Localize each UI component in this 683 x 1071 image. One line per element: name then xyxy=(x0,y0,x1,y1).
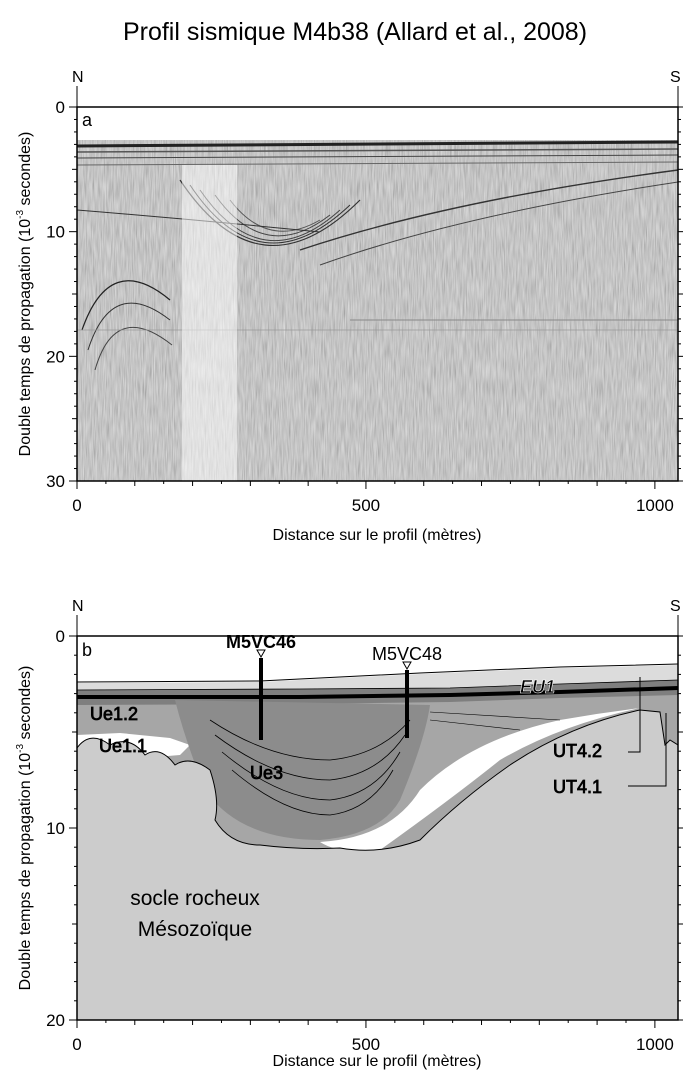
panel-a-south-label: S xyxy=(670,69,681,86)
panel-b-x-ticks: 0 500 1000 xyxy=(72,1020,674,1054)
panel-a-y-tick-10: 10 xyxy=(46,223,65,242)
bedrock-label-line1: socle rocheux xyxy=(130,887,260,910)
unit-label-eu1: EU1 xyxy=(520,677,555,697)
panel-b-y-axis-label: Double temps de propagation (10-3 second… xyxy=(15,666,34,991)
panel-b-x-tick-500: 500 xyxy=(352,1035,380,1054)
panel-a-letter: a xyxy=(82,110,93,130)
panel-b-letter: b xyxy=(82,640,92,660)
unit-label-ue12: Ue1.2 xyxy=(90,704,138,724)
unit-label-ut42: UT4.2 xyxy=(553,741,602,761)
panel-a-y-tick-20: 20 xyxy=(46,347,65,366)
unit-label-ue11: Ue1.1 xyxy=(99,736,147,756)
unit-label-ue3: Ue3 xyxy=(250,763,283,783)
figure-title: Profil sismique M4b38 (Allard et al., 20… xyxy=(123,18,587,46)
core-label-m5vc48: M5VC48 xyxy=(372,644,442,664)
panel-a-y-tick-30: 30 xyxy=(46,472,65,491)
panel-a-x-tick-0: 0 xyxy=(72,496,81,515)
panel-a-x-ticks: 0 500 1000 xyxy=(72,481,674,515)
unit-label-ut41: UT4.1 xyxy=(553,777,602,797)
bedrock xyxy=(77,709,678,1020)
panel-a-y-axis-label: Double temps de propagation (10-3 second… xyxy=(15,132,34,457)
panel-a-north-label: N xyxy=(72,69,84,86)
panel-b-x-tick-0: 0 xyxy=(72,1035,81,1054)
unit-ue3 xyxy=(175,700,430,840)
panel-b-y-tick-0: 0 xyxy=(56,627,65,646)
panel-a-x-axis-label: Distance sur le profil (mètres) xyxy=(273,527,482,544)
panel-b-y-ticks: 0 10 20 xyxy=(46,627,683,1030)
panel-b-x-axis-label: Distance sur le profil (mètres) xyxy=(273,1053,482,1070)
panel-b-x-tick-1000: 1000 xyxy=(636,1035,674,1054)
core-m5vc48-marker xyxy=(402,661,412,671)
core-label-m5vc46: M5VC46 xyxy=(226,632,296,652)
panel-b-y-tick-20: 20 xyxy=(46,1011,65,1030)
bedrock-label-line2: Mésozoïque xyxy=(138,918,252,941)
interpretation-diagram xyxy=(77,636,678,1020)
panel-a: a N S 0 10 20 30 0 500 1000 Double temps de p… xyxy=(15,69,683,544)
panel-b: M5VC46 M5VC48 EU1 Ue1.2 Ue1.1 Ue3 UT4.2 … xyxy=(15,598,683,1070)
panel-b-north-label: N xyxy=(72,598,84,615)
panel-b-south-label: S xyxy=(670,598,681,615)
panel-a-y-tick-0: 0 xyxy=(56,98,65,117)
panel-a-y-ticks: 0 10 20 30 xyxy=(46,98,683,491)
core-m5vc46-marker xyxy=(256,649,266,659)
panel-b-y-tick-10: 10 xyxy=(46,819,65,838)
channel-white-infill xyxy=(320,708,640,852)
seismic-profile-image xyxy=(77,107,678,481)
panel-a-x-tick-1000: 1000 xyxy=(636,496,674,515)
panel-a-x-tick-500: 500 xyxy=(352,496,380,515)
